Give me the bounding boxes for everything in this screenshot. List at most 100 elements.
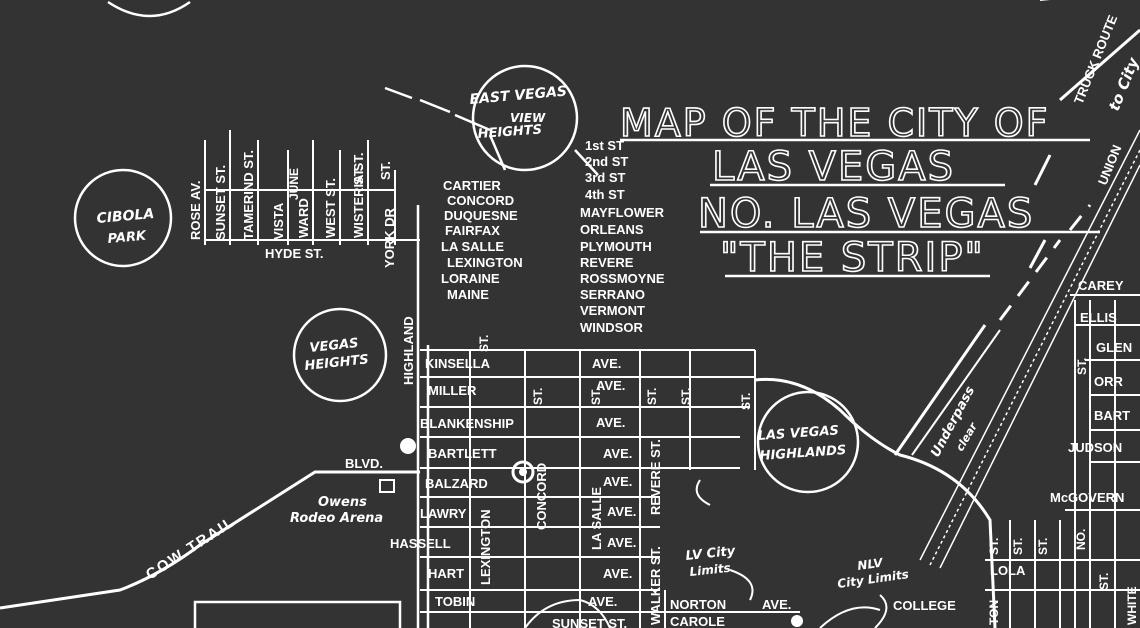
list-item: MAYFLOWER: [580, 205, 665, 220]
underpass-road-2: [911, 329, 1001, 456]
bart-label: BART: [1094, 408, 1130, 423]
east-street-list: 1st ST 2nd ST 3rd ST 4th ST MAYFLOWER OR…: [580, 138, 665, 335]
blvd-label: BLVD.: [345, 456, 383, 471]
lv-highlands-circle: [756, 390, 860, 494]
kinsella-label: KINSELLA: [425, 356, 491, 371]
list-item: 2nd ST: [585, 154, 628, 169]
ave-label: AVE.: [596, 378, 625, 393]
ave-label: AVE.: [603, 566, 632, 581]
judson-label: JUDSON: [1068, 440, 1122, 455]
list-item: 1st ST: [585, 138, 624, 153]
title-line-2: LAS VEGAS: [712, 144, 955, 190]
st-label: ST.: [987, 538, 1001, 555]
nlv-city-limits-label-1: NLV: [856, 555, 885, 573]
st-label: ST.: [589, 388, 603, 405]
title-line-4: "THE STRIP": [720, 235, 985, 281]
owens-label: Owens: [318, 495, 367, 510]
carey-label: CAREY: [1078, 278, 1124, 293]
list-item: ROSSMOYNE: [580, 271, 665, 286]
st-label: ST.: [1036, 538, 1050, 555]
list-item: PLYMOUTH: [580, 239, 652, 254]
revere-st-label: REVERE ST.: [648, 439, 663, 515]
cibola-park-circle: [73, 168, 173, 268]
hart-label: HART: [428, 566, 464, 581]
east-labels: CAREY ELLIS GLEN ORR BART JUDSON McGOVER…: [987, 278, 1139, 625]
st-label: ST.: [1011, 538, 1025, 555]
park-label: PARK: [107, 229, 148, 247]
list-item: DUQUESNE: [444, 208, 518, 223]
small-curve: [695, 479, 711, 506]
bartlett-label: BARTLETT: [428, 446, 497, 461]
vegas-heights-label-1: VEGAS: [309, 336, 359, 356]
title-line-1: MAP OF THE CITY OF: [620, 101, 1050, 145]
view-label: VIEW: [510, 111, 546, 125]
vegas-heights-label-2: HEIGHTS: [304, 352, 370, 374]
white-label: WHITE: [1125, 586, 1139, 625]
la-salle-label: LA SALLE: [589, 487, 604, 550]
rodeo-arena-marker: [379, 479, 395, 493]
st-label-a: ST.: [351, 166, 366, 185]
ave-label: AVE.: [607, 504, 636, 519]
list-item: LA SALLE: [441, 239, 504, 254]
vegas-heights-circle: [292, 307, 388, 403]
nw-street-labels: ROSE AV. SUNSET ST. TAMERIND ST. VISTA J…: [188, 150, 416, 385]
wisteria-st-label: WISTERIA ST.: [351, 153, 366, 238]
ave-label: AVE.: [588, 594, 617, 609]
cow-trail-road: [0, 470, 420, 610]
concord-dot-center: [519, 468, 527, 476]
road-east-vegas-2: [574, 149, 599, 176]
orr-label: ORR: [1094, 374, 1124, 389]
lv-limits-line: [729, 569, 754, 601]
ave-label: AVE.: [603, 474, 632, 489]
york-dr-label: YORK DR: [382, 207, 397, 268]
list-item: SERRANO: [580, 287, 645, 302]
concord-dot: [511, 460, 535, 484]
dashed-road-east: [998, 204, 1092, 321]
list-item: REVERE: [580, 255, 634, 270]
st-label: ST.: [1075, 358, 1089, 375]
glen-label: GLEN: [1096, 340, 1132, 355]
ellis-label: ELLIS: [1080, 310, 1117, 325]
lv-highlands-label-1: LAS VEGAS: [757, 423, 839, 444]
list-item: FAIRFAX: [445, 223, 500, 238]
ave-label: AVE.: [762, 597, 791, 612]
lv-city-limits-label-1: LV City: [685, 544, 737, 564]
highlands-road: [754, 377, 997, 628]
railroad-3: [939, 164, 1140, 569]
st-label: ST.: [531, 388, 545, 405]
highland-label: HIGHLAND: [401, 316, 416, 385]
st-label: ST.: [477, 335, 491, 352]
heights-label: HEIGHTS: [477, 123, 542, 142]
lv-highlands-label-2: HIGHLANDS: [759, 443, 846, 464]
list-item: MAINE: [447, 287, 489, 302]
st-label: ST.: [645, 388, 659, 405]
north-street-list: CARTIER CONCORD DUQUESNE FAIRFAX LA SALL…: [441, 178, 523, 302]
bottom-curve: [819, 606, 881, 628]
lawry-label: LAWRY: [420, 506, 467, 521]
st-label: ST.: [739, 393, 753, 410]
ave-label: AVE.: [603, 446, 632, 461]
grid-labels: KINSELLA MILLER BLANKENSHIP BARTLETT BAL…: [345, 335, 956, 628]
list-item: LEXINGTON: [447, 255, 523, 270]
college-label: COLLEGE: [893, 598, 956, 613]
hassell-label: HASSELL: [390, 536, 451, 551]
nlv-limits-line: [874, 594, 888, 628]
balzard-label: BALZARD: [425, 476, 488, 491]
rose-av-label: ROSE AV.: [188, 181, 203, 240]
list-item: VERMONT: [580, 303, 645, 318]
carole-label: CAROLE: [670, 614, 725, 628]
blankenship-label: BLANKENSHIP: [420, 416, 514, 431]
lola-label: LOLA: [990, 563, 1026, 578]
list-item: WINDSOR: [580, 320, 643, 335]
ave-label: AVE.: [592, 356, 621, 371]
nw-street-ladder: [204, 130, 420, 245]
east-grid: [985, 294, 1140, 628]
blankenship-dot: [400, 438, 416, 454]
list-item: 4th ST: [585, 187, 625, 202]
cibola-label: CIBOLA: [96, 206, 155, 227]
concord-label: CONCORD: [534, 463, 549, 530]
map-title: MAP OF THE CITY OF LAS VEGAS NO. LAS VEG…: [619, 100, 1050, 282]
